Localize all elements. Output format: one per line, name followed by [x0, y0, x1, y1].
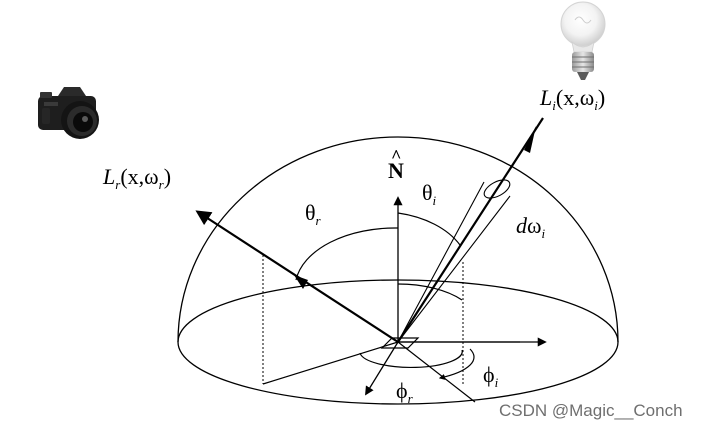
- normal-label: N: [388, 158, 404, 183]
- solid-angle-cap: [483, 179, 511, 199]
- reflected-radiance-label: Lr(x,ωr): [102, 164, 171, 192]
- camera-icon: [38, 87, 99, 139]
- incident-ray-arrowhead: [524, 126, 536, 153]
- theta-r-label: θr: [305, 200, 322, 228]
- hemisphere-dome: [177, 136, 619, 343]
- reflected-ray-mid-arrowhead: [294, 275, 308, 289]
- phi-i-label: ϕi: [483, 362, 499, 390]
- theta-i-label: θi: [422, 180, 437, 208]
- phi-r-arc: [359, 349, 463, 369]
- azimuth-i-line: [397, 341, 476, 403]
- solid-angle-label: dωi: [516, 213, 545, 241]
- incident-radiance-label: Li(x,ωi): [539, 85, 605, 113]
- phi-r-label: ϕr: [396, 378, 414, 406]
- solid-angle-cone: [397, 181, 511, 343]
- theta-i-arc: [397, 212, 461, 246]
- watermark-text: CSDN @Magic__Conch: [499, 401, 683, 420]
- azimuth-r-line: [262, 341, 399, 385]
- surface-patch: [380, 337, 420, 349]
- binormal-arrow: [365, 341, 399, 396]
- incident-ray: [397, 117, 544, 343]
- phi-i-arc: [438, 348, 475, 380]
- normal-hat: ^: [391, 146, 401, 166]
- lightbulb-icon: [560, 1, 606, 80]
- theta-r-arc: [295, 227, 399, 281]
